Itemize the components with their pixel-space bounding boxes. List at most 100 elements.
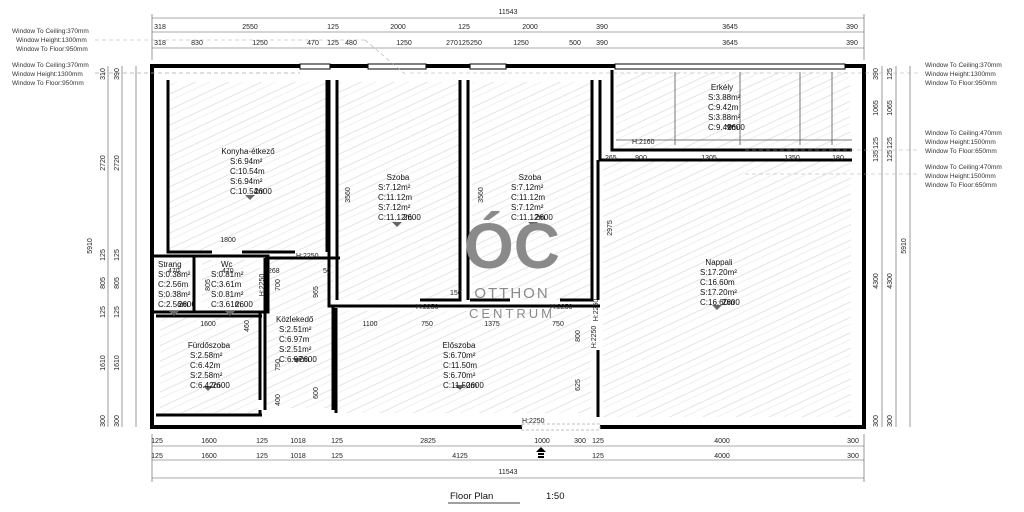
dim-text: 300 bbox=[847, 438, 859, 445]
room-perimeter: C:10.54m bbox=[230, 187, 265, 196]
plan-scale: 1:50 bbox=[546, 491, 565, 502]
dim-text: 1065 bbox=[873, 100, 880, 116]
plan-title: Floor Plan bbox=[450, 491, 493, 502]
room-name: Fürdőszoba bbox=[188, 341, 231, 350]
note-line: Window To Ceiling:370mm bbox=[12, 28, 89, 35]
dim-text: 3560 bbox=[345, 187, 352, 203]
bottom-dims-row-2: 125 1600 125 1018 125 4125 125 4000 300 bbox=[151, 453, 859, 460]
dim-text: 965 bbox=[313, 286, 320, 298]
dim-text: 125 bbox=[331, 453, 343, 460]
room-area: S:17.20m² bbox=[700, 268, 737, 277]
window-note-left-2: Window To Ceiling:370mm Window Height:13… bbox=[12, 62, 89, 87]
dim-text: 270 bbox=[446, 40, 458, 47]
floor-fills bbox=[158, 72, 851, 417]
room-perimeter: C:10.54m bbox=[230, 167, 265, 176]
room-height: 2600 bbox=[535, 213, 553, 222]
dim-text: 390 bbox=[596, 24, 608, 31]
room-area: S:6.94m² bbox=[230, 177, 263, 186]
entrance-arrow-icon bbox=[536, 447, 546, 458]
room-wc: Wc S:0.81m² C:3.61m S:0.81m² C:3.61m 260… bbox=[211, 260, 253, 309]
dim-text: 125 bbox=[327, 40, 339, 47]
dim-text: 750 bbox=[421, 321, 433, 328]
dim-text: 300 bbox=[847, 453, 859, 460]
interior-dims: 1800 H:2250 3560 3560 H:2250 H:2250 1100… bbox=[168, 139, 844, 425]
interior-walls bbox=[154, 70, 852, 417]
dim-text: 125 bbox=[331, 438, 343, 445]
room-perimeter: C:16.60m bbox=[700, 278, 735, 287]
room-perimeter: C:6.97m bbox=[279, 355, 310, 364]
room-perimeter: C:2.56m bbox=[158, 280, 189, 289]
room-perimeter: C:9.42m bbox=[708, 123, 739, 132]
dim-text: 460 bbox=[244, 320, 251, 332]
room-perimeter: C:11.50m bbox=[443, 361, 477, 370]
dim-text: 268 bbox=[268, 268, 280, 275]
dim-text: 470 bbox=[168, 268, 180, 275]
window-note-top-left: Window To Ceiling:370mm Window Height:13… bbox=[12, 28, 89, 53]
note-line: Window Height:1500mm bbox=[925, 173, 996, 180]
dim-text: 318 bbox=[154, 24, 166, 31]
dim-text: 1610 bbox=[100, 355, 107, 371]
dim-text: 125 bbox=[151, 438, 163, 445]
window-note-right-2: Window To Ceiling:470mm Window Height:15… bbox=[925, 130, 1002, 155]
dim-text: 1065 bbox=[887, 100, 894, 116]
dim-text: 1018 bbox=[290, 438, 306, 445]
room-name: Konyha-étkező bbox=[221, 147, 275, 156]
note-line: Window To Ceiling:370mm bbox=[12, 62, 89, 69]
dim-text: H:2250 bbox=[416, 304, 439, 311]
dim-text: 4000 bbox=[714, 453, 730, 460]
room-perimeter: C:3.61m bbox=[211, 300, 242, 309]
room-perimeter: C:6.42m bbox=[190, 361, 221, 370]
dim-text: H:2250 bbox=[593, 299, 600, 322]
room-area: S:7.12m² bbox=[378, 203, 411, 212]
dim-text: 125 bbox=[100, 306, 107, 318]
room-perimeter: C:11.12m bbox=[511, 213, 545, 222]
room-corridor: Közlekedő S:2.51m² C:6.97m S:2.51m² C:6.… bbox=[276, 315, 317, 364]
room-kitchen: Konyha-étkező S:6.94m² C:10.54m S:6.94m²… bbox=[221, 147, 275, 196]
dim-text: 300 bbox=[873, 415, 880, 427]
room-area: S:3.88m² bbox=[708, 113, 741, 122]
dim-text: 300 bbox=[574, 438, 586, 445]
dim-text: 300 bbox=[100, 415, 107, 427]
room-height: 2600 bbox=[178, 300, 196, 309]
note-line: Window To Ceiling:370mm bbox=[925, 62, 1002, 69]
room-perimeter: C:11.12m bbox=[378, 193, 412, 202]
room-area: S:2.51m² bbox=[279, 325, 312, 334]
room-area: S:0.38m² bbox=[158, 290, 191, 299]
room-name: Szoba bbox=[519, 173, 542, 182]
dim-text: 800 bbox=[575, 330, 582, 342]
dim-text: 400 bbox=[275, 394, 282, 406]
dim-text: 830 bbox=[191, 40, 203, 47]
dim-text: 700 bbox=[275, 279, 282, 291]
room-name: Wc bbox=[221, 260, 233, 269]
room-living: Nappali S:17.20m² C:16.60m S:17.20m² C:1… bbox=[700, 258, 740, 307]
dim-text: 2720 bbox=[100, 155, 107, 171]
room-height: 2600 bbox=[466, 381, 484, 390]
dim-text: 50 bbox=[323, 268, 331, 275]
dim-text: 300 bbox=[887, 415, 894, 427]
watermark-logo: ÓC bbox=[464, 210, 560, 282]
dim-text: 125 bbox=[100, 249, 107, 261]
dim-text: 750 bbox=[552, 321, 564, 328]
dim-text: 1000 bbox=[534, 438, 550, 445]
room-area: S:6.94m² bbox=[230, 157, 263, 166]
room-hallway: Előszoba S:6.70m² C:11.50m S:6.70m² C:11… bbox=[443, 341, 485, 390]
left-dims-inner: 390 2720 125 805 125 1610 300 bbox=[114, 68, 121, 427]
dim-text: H:2250 bbox=[522, 418, 545, 425]
room-area: S:7.12m² bbox=[511, 203, 544, 212]
walls bbox=[150, 64, 866, 429]
watermark-line1: OTTHON bbox=[474, 285, 549, 302]
dim-text: 1100 bbox=[362, 321, 377, 328]
dim-text: 805 bbox=[205, 279, 212, 291]
dim-text: 1018 bbox=[290, 453, 306, 460]
dim-text: 125 bbox=[873, 137, 880, 149]
bottom-dims-row-1: 125 1600 125 1018 125 2825 1000 300 125 … bbox=[151, 438, 859, 445]
room-bedroom-1: Szoba S:7.12m² C:11.12m S:7.12m² C:11.12… bbox=[378, 173, 421, 222]
room-height: 2600 bbox=[722, 298, 740, 307]
overall-height-right: 5910 bbox=[901, 238, 908, 254]
dim-text: 390 bbox=[846, 40, 858, 47]
right-dims-outer: 125 1065 125 125 4300 300 bbox=[887, 68, 894, 427]
dim-text: 4300 bbox=[873, 273, 880, 289]
note-line: Window Height:1300mm bbox=[16, 37, 87, 44]
dim-text: 125 bbox=[151, 453, 163, 460]
